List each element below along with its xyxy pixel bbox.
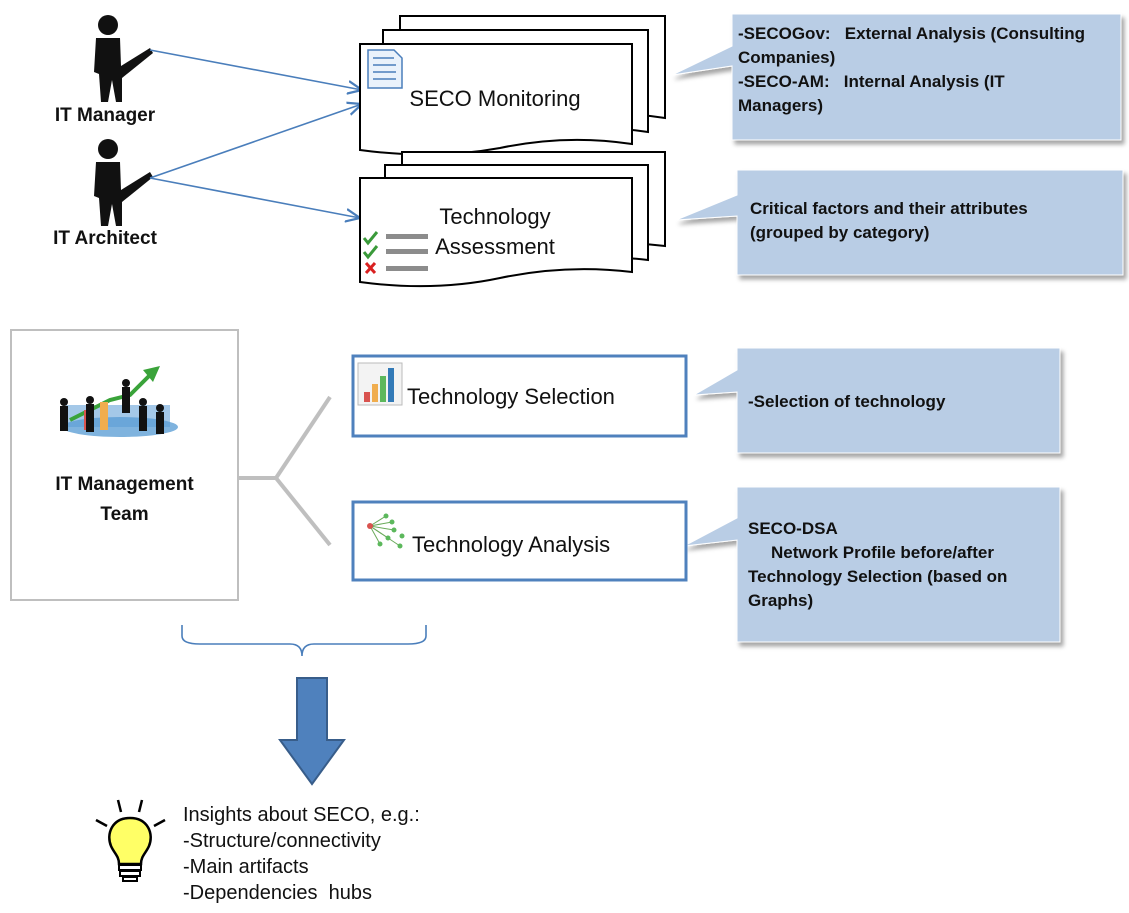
- it-management-team-label: IT Management Team: [11, 470, 238, 530]
- insights-item-1: -Structure/connectivity: [183, 830, 381, 852]
- network-graph-icon: [367, 513, 405, 549]
- monitoring-callout-line-4: Managers): [738, 96, 824, 115]
- analysis-callout-line-1: SECO-DSA: [748, 519, 838, 538]
- assessment-callout-line-2: (grouped by category): [750, 223, 930, 242]
- insights-down-arrow: [278, 677, 346, 786]
- monitoring-callout-line-3: -SECO-AM: Internal Analysis (IT: [738, 72, 1005, 91]
- manager-to-monitoring-arrow: [149, 49, 362, 90]
- insights-heading: Insights about SECO, e.g.:: [183, 804, 420, 826]
- technology-analysis-box: [351, 500, 688, 582]
- monitoring-callout-text: -SECOGov: External Analysis (Consulting …: [738, 22, 1123, 118]
- assessment-callout-text: Critical factors and their attributes (g…: [750, 197, 1120, 245]
- team-branch-connector: [238, 395, 332, 547]
- bottom-brace: [181, 625, 427, 657]
- technology-assessment-doc-stack: [359, 151, 666, 288]
- selection-callout-line-1: -Selection of technology: [748, 392, 946, 411]
- it-management-team-box: [10, 329, 239, 601]
- it-architect-person-icon: [94, 139, 153, 226]
- insights-item-2: -Main artifacts: [183, 856, 309, 878]
- it-manager-label: IT Manager: [54, 105, 156, 126]
- seco-monitoring-doc-stack: [359, 15, 666, 156]
- technology-assessment-line-2: Assessment: [435, 234, 555, 259]
- selection-callout-shape: [693, 347, 1061, 454]
- it-management-team-line-2: Team: [100, 504, 149, 525]
- checklist-icon: [362, 231, 428, 275]
- light-bulb-icon: [95, 799, 166, 882]
- monitoring-callout-line-2: Companies): [738, 48, 836, 67]
- insights-item-3: -Dependencies hubs: [183, 882, 373, 904]
- technology-selection-box: [351, 354, 688, 438]
- seco-monitoring-title: SECO Monitoring: [409, 86, 581, 111]
- monitoring-callout-shape: [671, 13, 1122, 141]
- analysis-callout-shape: [683, 486, 1061, 643]
- assessment-callout-shape: [675, 169, 1124, 276]
- analysis-callout-line-4: Graphs): [748, 591, 814, 610]
- technology-assessment-title: Technology Assessment: [405, 202, 585, 262]
- architect-to-assessment-arrow: [149, 177, 360, 218]
- technology-analysis-title: Technology Analysis: [412, 532, 611, 557]
- analysis-callout-text: SECO-DSA Network Profile before/after Te…: [748, 517, 1053, 613]
- monitoring-callout-line-1: -SECOGov: External Analysis (Consulting: [738, 24, 1085, 43]
- insights-list: Insights about SECO, e.g.: -Structure/co…: [183, 802, 543, 906]
- it-management-team-line-1: IT Management: [55, 474, 194, 495]
- assessment-callout-line-1: Critical factors and their attributes: [750, 199, 1028, 218]
- selection-callout-text: -Selection of technology: [748, 390, 1048, 414]
- it-architect-label: IT Architect: [53, 228, 157, 249]
- architect-to-monitoring-arrow: [149, 104, 362, 179]
- document-list-icon: [367, 49, 403, 89]
- team-growth-icon: [60, 366, 178, 437]
- it-manager-person-icon: [94, 15, 153, 102]
- analysis-callout-line-3: Technology Selection (based on: [748, 567, 1008, 586]
- technology-selection-title: Technology Selection: [407, 384, 615, 409]
- technology-assessment-line-1: Technology: [439, 204, 551, 229]
- analysis-callout-line-2: Network Profile before/after: [771, 543, 994, 562]
- bar-chart-icon: [357, 362, 403, 406]
